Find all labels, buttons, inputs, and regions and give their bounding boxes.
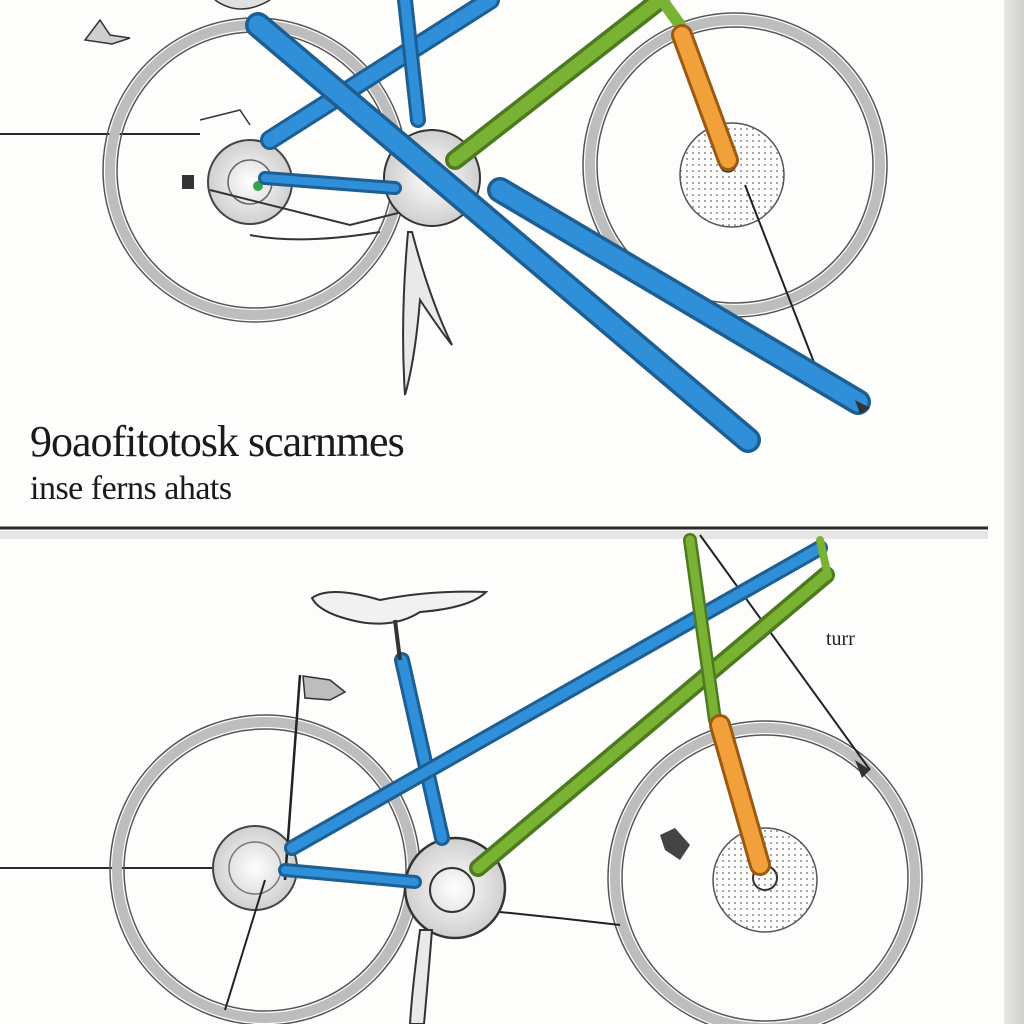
top-front-hub-disc bbox=[679, 122, 785, 228]
caption-line-2: inse ferns ahats bbox=[30, 470, 232, 508]
top-chain bbox=[209, 189, 411, 241]
top-bicycle-panel bbox=[0, 0, 888, 453]
caption-line-1: 9oaofitotosk scarnmes bbox=[30, 417, 405, 466]
bottom-saddle bbox=[310, 590, 489, 625]
page-edge-shadow bbox=[1004, 0, 1024, 1024]
bottom-kickstand bbox=[408, 929, 434, 1024]
bottom-flag bbox=[302, 675, 347, 701]
top-rear-wheel bbox=[102, 17, 408, 323]
bottom-front-wheel bbox=[607, 720, 923, 1024]
bottom-front-hub-disc bbox=[712, 827, 818, 933]
top-brake-lever bbox=[83, 18, 131, 45]
bottom-frame bbox=[278, 533, 835, 889]
top-front-wheel bbox=[582, 12, 888, 318]
part-label: turr bbox=[826, 628, 855, 650]
top-kickstand bbox=[402, 231, 453, 396]
bottom-bicycle-panel bbox=[0, 533, 923, 1024]
bottom-rear-wheel bbox=[109, 714, 421, 1024]
diagram-caption: 9oaofitotosk scarnmes inse ferns ahats bbox=[30, 417, 405, 508]
top-frame bbox=[245, 0, 871, 453]
